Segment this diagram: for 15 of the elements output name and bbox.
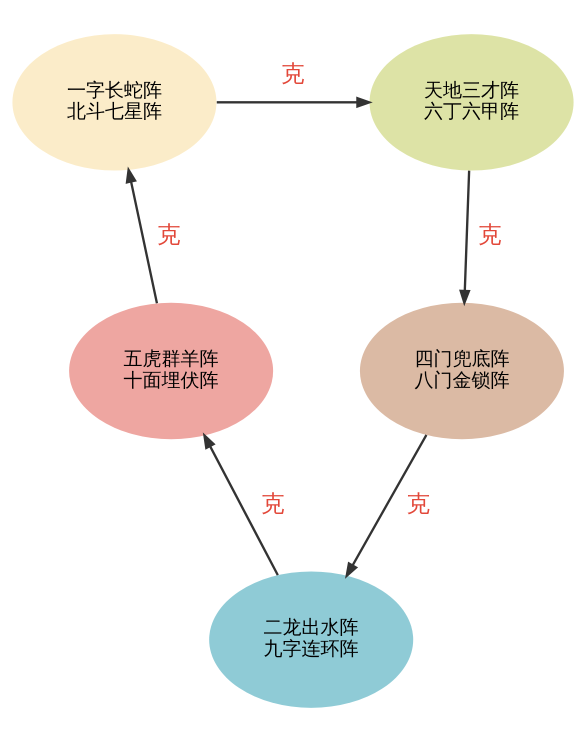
edge-label: 克: [406, 489, 430, 518]
edge-label: 克: [157, 220, 182, 249]
edge-label: 克: [281, 60, 306, 88]
node-ellipse: 四门兜底阵 八门金锁阵: [360, 302, 564, 440]
node-ellipse: 二龙出水阵 九字连环阵: [209, 571, 414, 708]
arrow: [202, 432, 279, 576]
arrow: [345, 434, 428, 579]
arrow: [216, 96, 373, 108]
arrow: [459, 170, 471, 306]
edge-label: 克: [478, 220, 502, 249]
node-ellipse: 一字长蛇阵 北斗七星阵: [12, 34, 216, 171]
node-ellipse: 天地三才阵 六丁六甲阵: [370, 34, 574, 171]
node-ellipse: 五虎群羊阵 十面埋伏阵: [69, 302, 274, 440]
edge-label: 克: [260, 489, 285, 518]
arrow: [126, 166, 158, 304]
